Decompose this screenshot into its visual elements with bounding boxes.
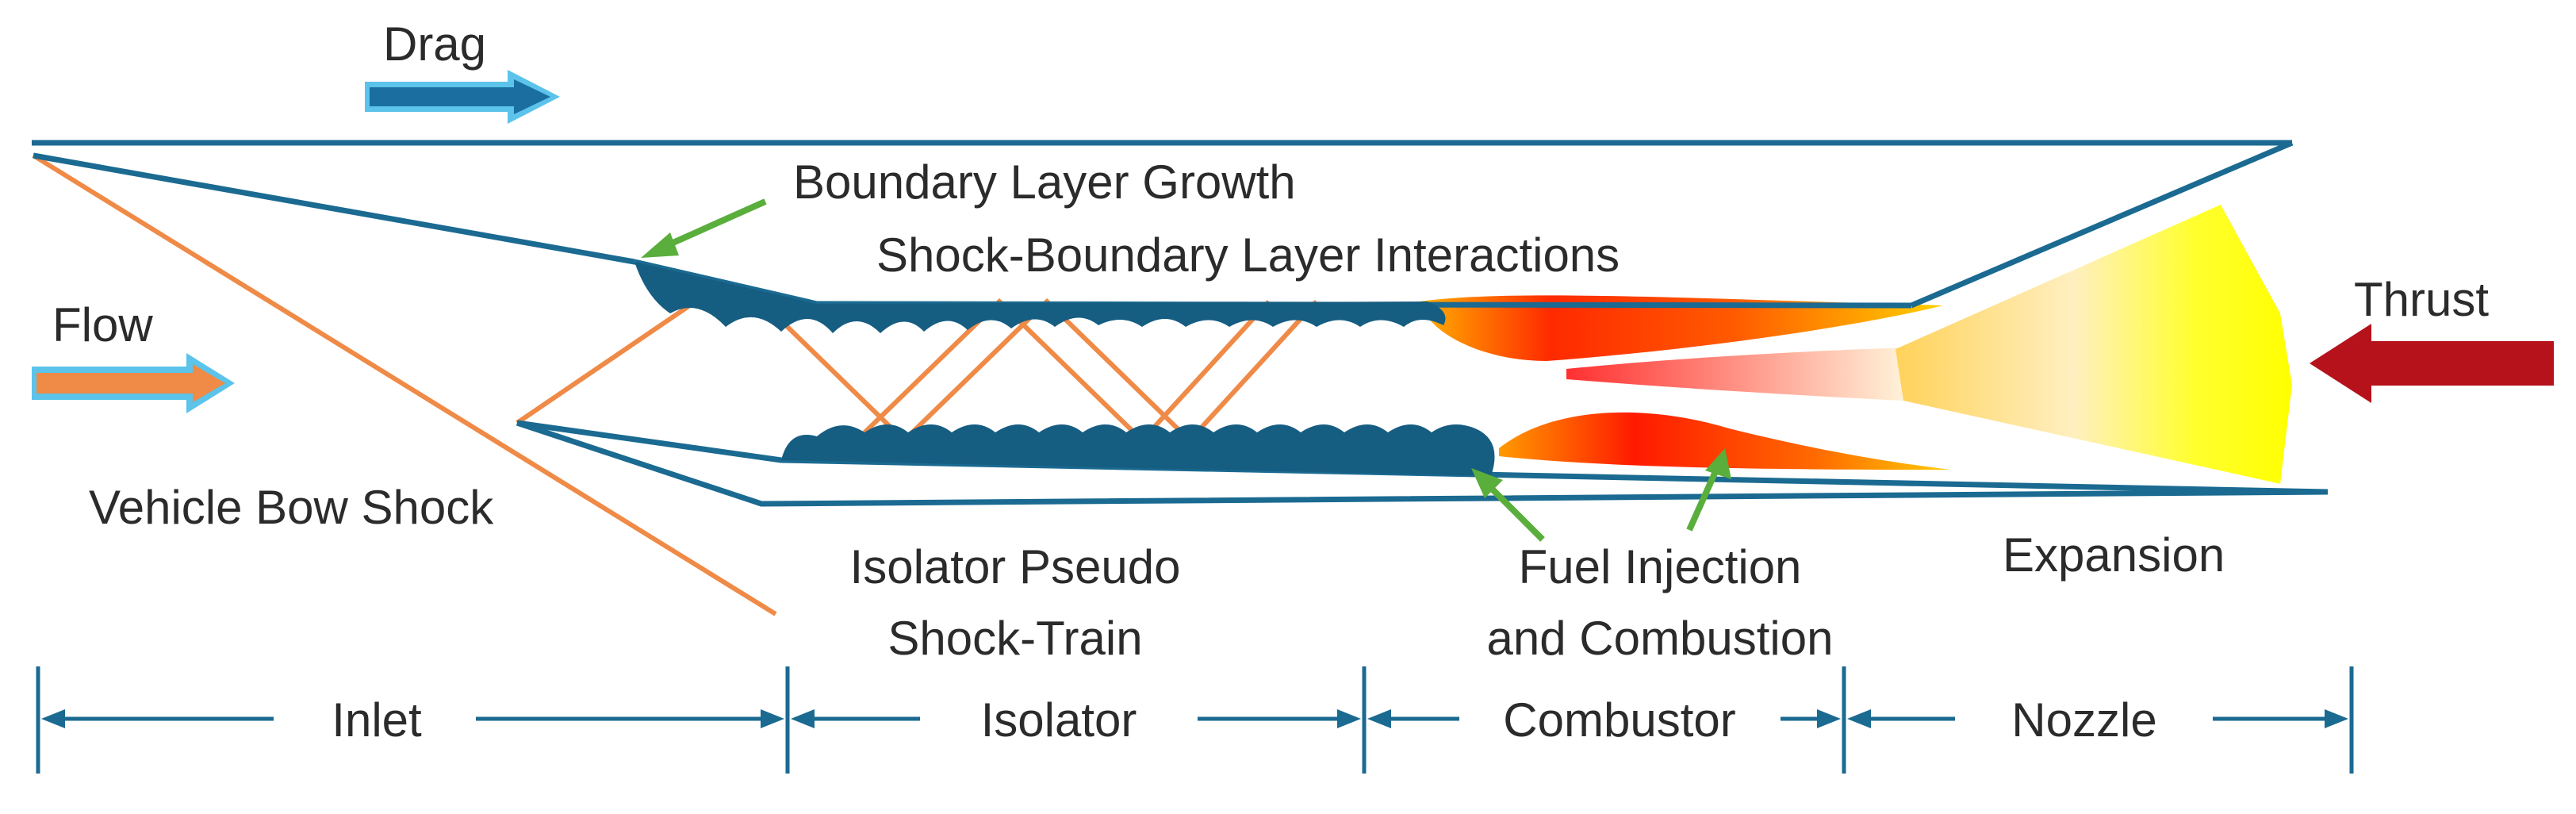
thrust-label: Thrust bbox=[2354, 273, 2489, 326]
drag-arrow bbox=[365, 70, 560, 124]
lower-boundary-layer bbox=[781, 424, 1495, 476]
core-exhaust bbox=[1566, 347, 1903, 401]
section-label-nozzle: Nozzle bbox=[2011, 693, 2156, 747]
isolator-shock-train-label-line2: Shock-Train bbox=[887, 612, 1142, 665]
combustor-dimension-arrows bbox=[1367, 709, 1841, 728]
inlet-ramp bbox=[33, 152, 635, 265]
shock-train-pattern-2 bbox=[854, 298, 1271, 444]
section-markers bbox=[36, 666, 2354, 774]
bow-shock-line bbox=[32, 153, 777, 616]
combustion-plume bbox=[1420, 205, 2292, 486]
section-label-inlet: Inlet bbox=[332, 693, 422, 747]
fuel-injection-label-line1: Fuel Injection bbox=[1519, 540, 1802, 593]
upper-combustion-flame bbox=[1420, 295, 1943, 361]
flow-label: Flow bbox=[52, 298, 153, 351]
fuel-injection-pointer-left bbox=[1471, 468, 1545, 542]
cowl-shock-line bbox=[516, 298, 700, 425]
drag-label: Drag bbox=[383, 17, 486, 71]
fuel-injection-pointer-right bbox=[1686, 448, 1731, 532]
sbli-label: Shock-Boundary Layer Interactions bbox=[876, 228, 1620, 282]
nozzle-upper-ramp bbox=[1910, 140, 2294, 309]
shock-waves bbox=[32, 153, 1319, 616]
boundary-layer-growth-label: Boundary Layer Growth bbox=[793, 156, 1296, 209]
expansion-label: Expansion bbox=[2003, 528, 2225, 582]
isolator-shock-train-label-line1: Isolator Pseudo bbox=[850, 540, 1181, 593]
nozzle-dimension-arrows bbox=[1847, 709, 2348, 728]
fuel-injection-label-line2: and Combustion bbox=[1487, 612, 1834, 665]
lower-combustion-flame bbox=[1499, 412, 1951, 470]
section-label-combustor: Combustor bbox=[1503, 693, 1735, 747]
upper-boundary-layer bbox=[634, 262, 1446, 333]
boundary-layer bbox=[634, 262, 1495, 476]
callout-pointers bbox=[641, 198, 1731, 542]
nozzle-exhaust-plume bbox=[1896, 205, 2292, 486]
thrust-arrow bbox=[2310, 324, 2554, 403]
lower-body-line bbox=[516, 420, 2329, 507]
bow-shock-label: Vehicle Bow Shock bbox=[89, 481, 494, 534]
inlet-dimension-arrows bbox=[41, 709, 784, 728]
flow-arrow bbox=[32, 353, 235, 413]
boundary-layer-pointer bbox=[641, 198, 767, 258]
section-label-isolator: Isolator bbox=[981, 693, 1137, 747]
isolator-dimension-arrows bbox=[791, 709, 1361, 728]
